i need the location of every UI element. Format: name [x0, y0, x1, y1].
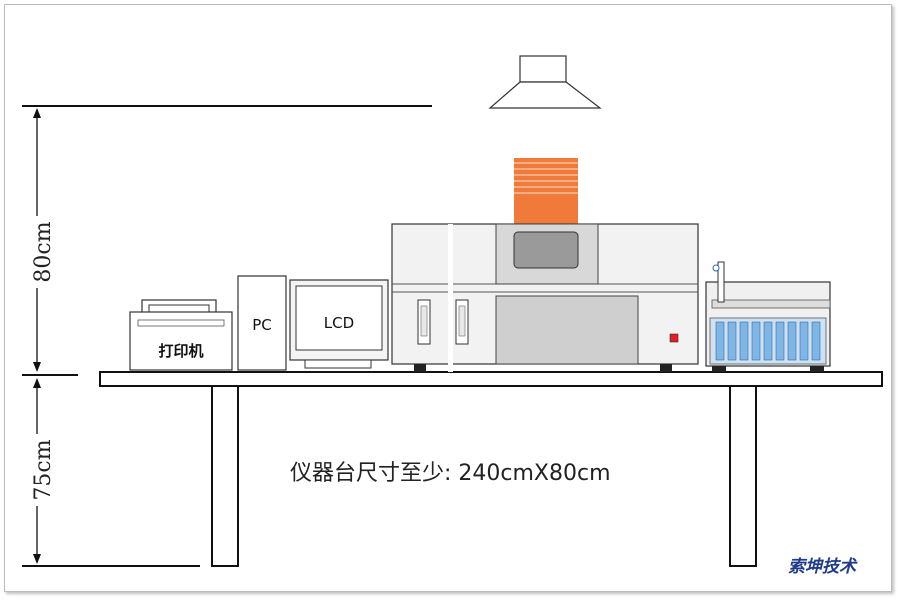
instrument-chimney — [514, 158, 578, 224]
printer: 打印机 — [129, 299, 233, 371]
table-size-spec: 仪器台尺寸至少: 240cmX80cm — [290, 461, 611, 486]
table-height-label: 75cm — [31, 439, 56, 500]
power-indicator — [669, 333, 679, 343]
printer-label: 打印机 — [158, 342, 203, 360]
main-instrument — [391, 158, 699, 372]
autosampler — [705, 261, 831, 372]
upper-height-label: 80cm — [31, 221, 56, 282]
pc-label: PC — [252, 316, 272, 334]
lcd-monitor: LCD — [289, 279, 389, 369]
lab-table — [99, 371, 883, 567]
brand-watermark: 索坤技术 — [788, 557, 858, 577]
exhaust-hood — [488, 55, 602, 109]
pc-tower: PC — [237, 275, 287, 371]
lcd-label: LCD — [324, 314, 354, 332]
